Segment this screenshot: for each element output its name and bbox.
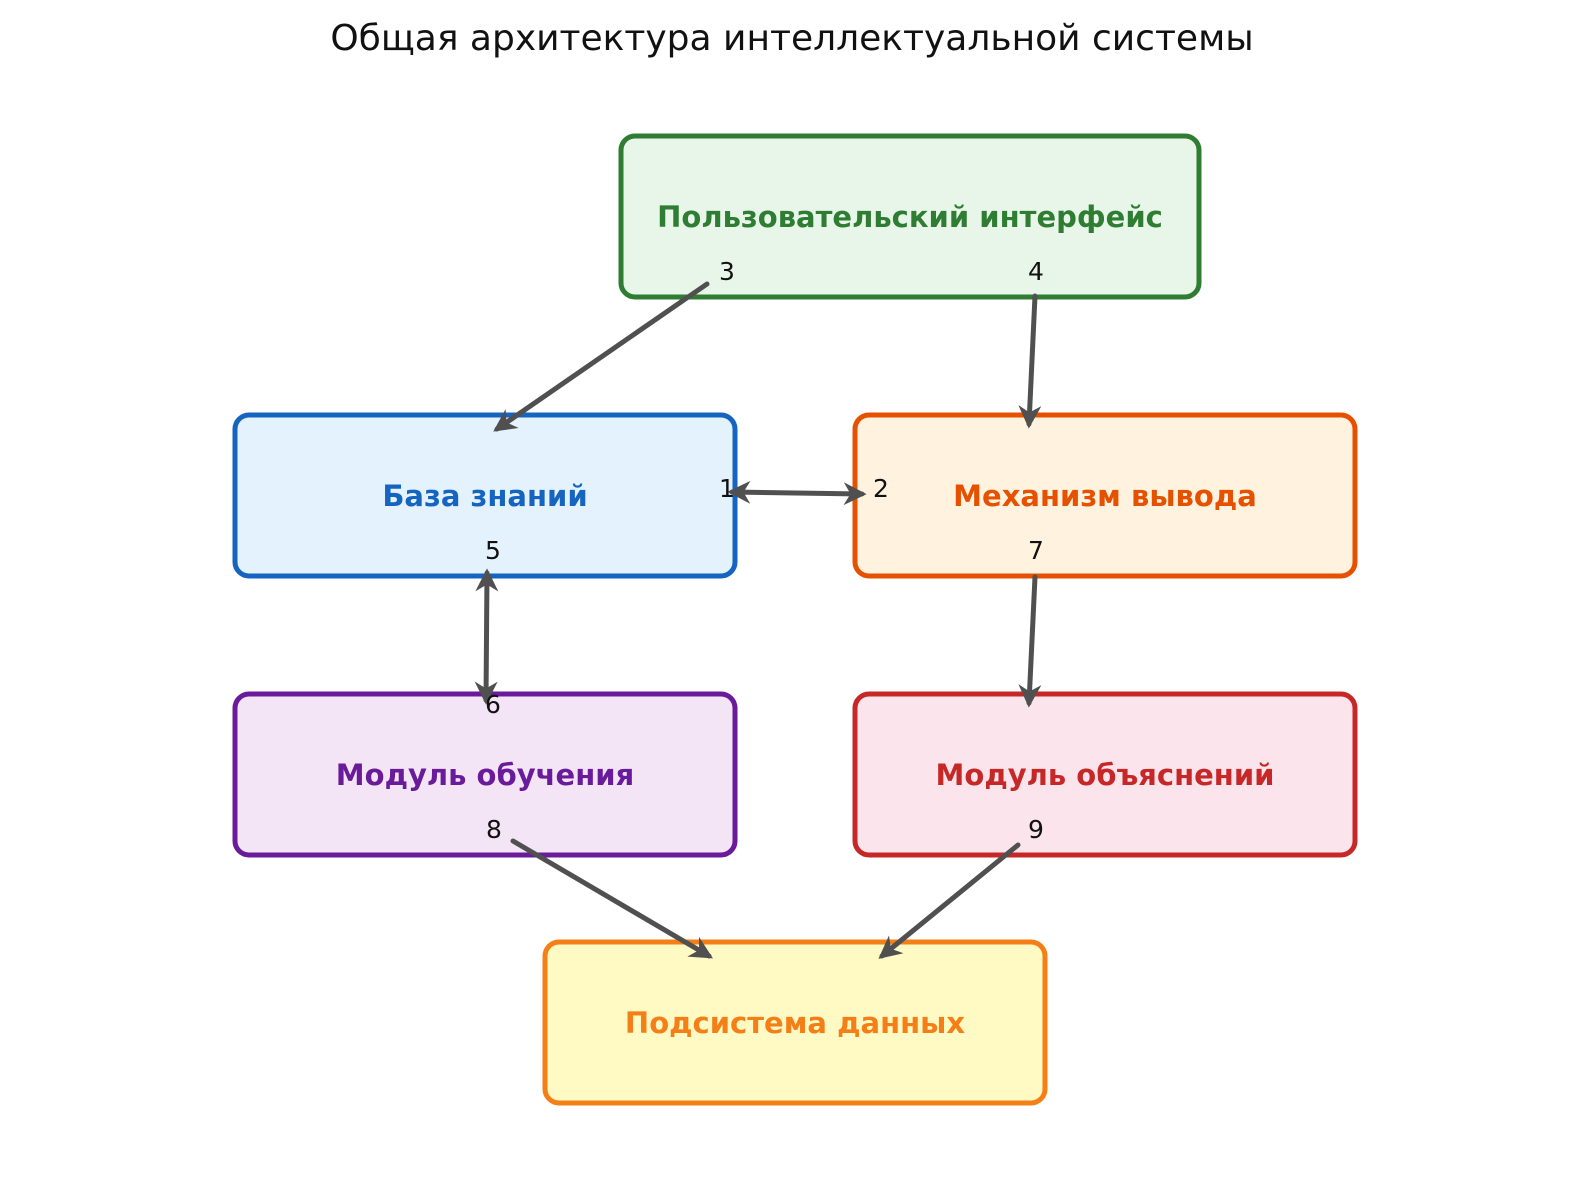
node-data-subsystem-box [542, 939, 1048, 1106]
node-explanation-module: Модуль объяснений [852, 691, 1358, 858]
port-label-9: 9 [1028, 815, 1044, 844]
node-inference-engine-label: Механизм вывода [953, 479, 1257, 513]
node-knowledge-base-label: База знаний [382, 479, 587, 513]
port-label-5: 5 [485, 536, 501, 565]
port-label-6: 6 [485, 690, 501, 719]
node-user-interface-box [618, 133, 1202, 300]
edge-ui-kb [493, 281, 710, 432]
node-explanation-module-box [852, 691, 1358, 858]
node-explanation-module-label: Модуль объяснений [936, 758, 1275, 792]
port-label-3: 3 [719, 257, 735, 286]
port-label-8: 8 [486, 815, 502, 844]
port-label-7: 7 [1028, 536, 1044, 565]
edge-kb-inference [727, 480, 867, 506]
edge-explanation-data [878, 842, 1021, 959]
port-label-2: 2 [873, 474, 889, 503]
node-learning-module: Модуль обучения [232, 691, 738, 858]
port-label-4: 4 [1028, 257, 1044, 286]
node-inference-engine: Механизм вывода [852, 412, 1358, 579]
node-user-interface: Пользовательский интерфейс [618, 133, 1202, 300]
edge-learning-data [510, 838, 713, 959]
edge-kb-learning [474, 568, 499, 705]
edge-inference-explanation [1018, 574, 1042, 708]
edge-ui-inference [1018, 293, 1042, 429]
node-data-subsystem-label: Подсистема данных [625, 1006, 965, 1040]
node-data-subsystem: Подсистема данных [542, 939, 1048, 1106]
port-label-1: 1 [719, 474, 735, 503]
node-learning-module-label: Модуль обучения [336, 758, 634, 792]
diagram-title: Общая архитектура интеллектуальной систе… [330, 18, 1253, 59]
node-user-interface-label: Пользовательский интерфейс [657, 200, 1163, 234]
